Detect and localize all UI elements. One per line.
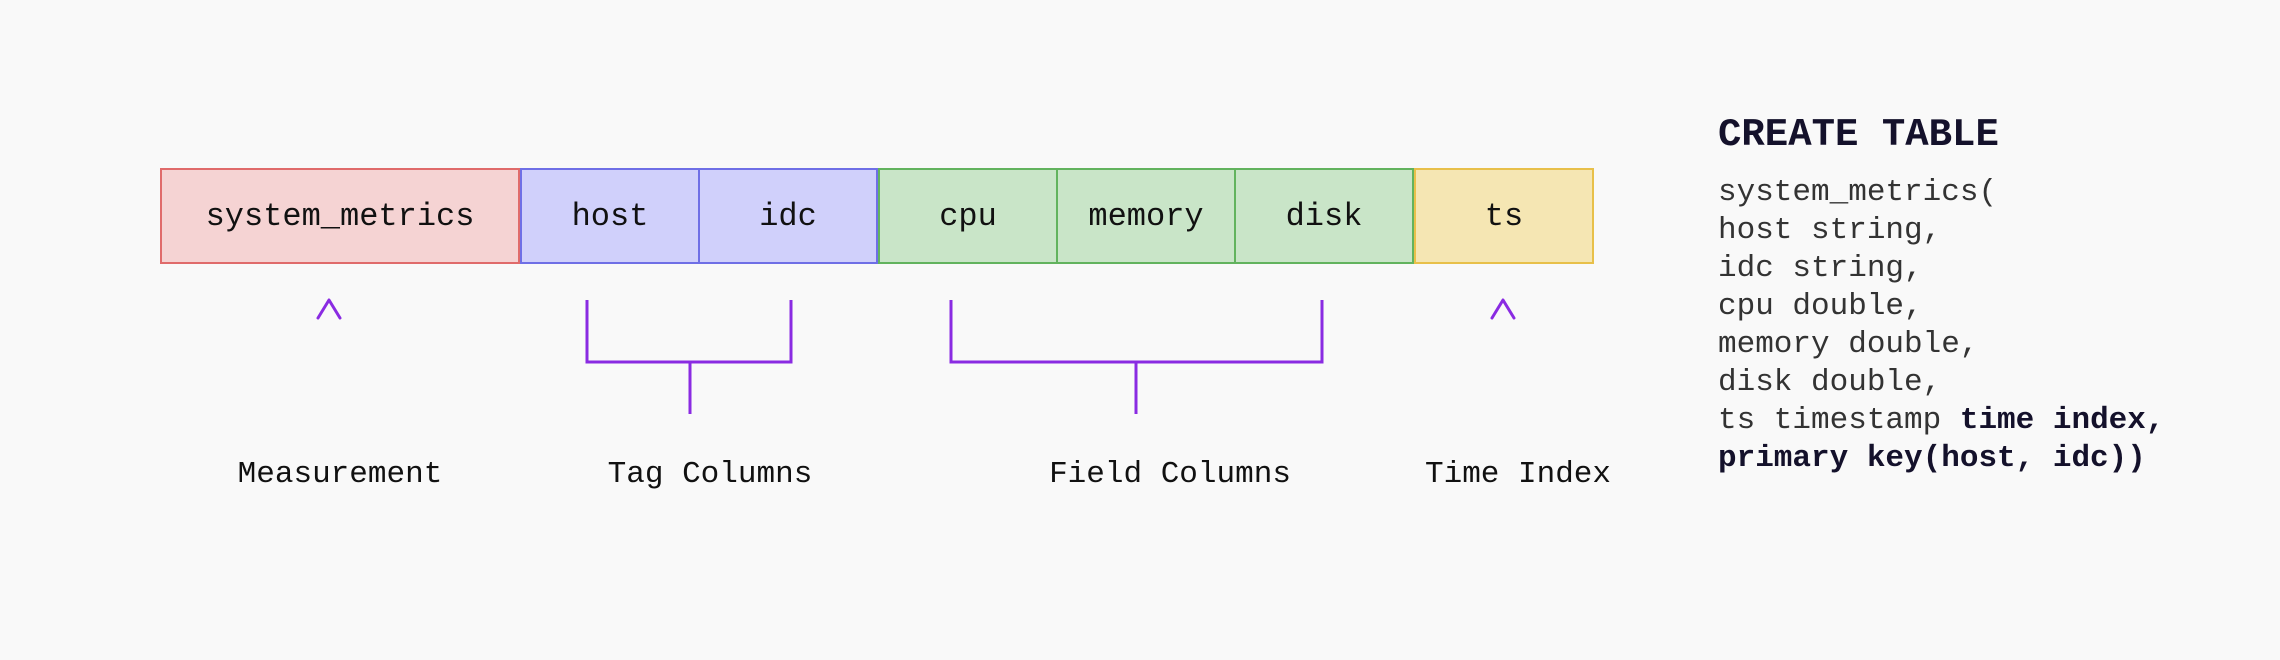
sql-line: cpu double, <box>1718 289 1923 324</box>
sql-line: memory double, <box>1718 327 1979 362</box>
sql-title: CREATE TABLE <box>1718 113 1999 157</box>
time-index-label: Time Index <box>1424 456 1612 492</box>
create-table-statement: CREATE TABLE system_metrics( host string… <box>1718 108 2258 478</box>
field-cell-memory: memory <box>1056 168 1236 264</box>
measurement-arrow <box>316 298 342 414</box>
sql-primary-key-line: primary key(host, idc)) <box>1718 441 2146 476</box>
field-cell-disk: disk <box>1234 168 1414 264</box>
tag-columns-bracket <box>585 300 793 414</box>
sql-line: system_metrics( <box>1718 175 1998 210</box>
sql-ts-plain: ts timestamp <box>1718 403 1960 438</box>
field-columns-label: Field Columns <box>1049 456 1291 492</box>
sql-line: host string, <box>1718 213 1942 248</box>
field-columns-bracket <box>949 300 1324 414</box>
sql-ts-line: ts timestamp time index, <box>1718 402 2258 440</box>
time-index-cell: ts <box>1414 168 1594 264</box>
time-index-arrow <box>1490 298 1516 414</box>
measurement-cell: system_metrics <box>160 168 520 264</box>
sql-ts-bold: time index, <box>1959 403 2165 438</box>
sql-line: idc string, <box>1718 251 1923 286</box>
tag-cell-host: host <box>520 168 700 264</box>
measurement-label: Measurement <box>237 456 443 492</box>
connector-lines <box>316 298 1516 414</box>
sql-line: disk double, <box>1718 365 1942 400</box>
field-cell-cpu: cpu <box>878 168 1058 264</box>
tag-cell-idc: idc <box>698 168 878 264</box>
tag-columns-label: Tag Columns <box>607 456 813 492</box>
